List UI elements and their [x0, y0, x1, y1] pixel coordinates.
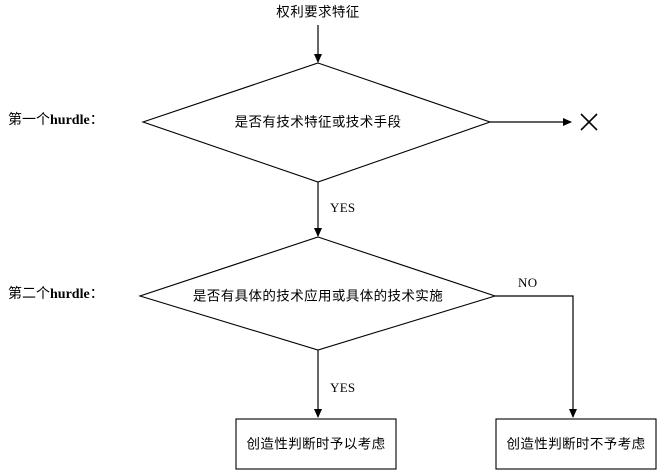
- hurdle-label-second-emphasis: hurdle: [50, 287, 90, 302]
- hurdle-label-first: 第一个hurdle：: [8, 114, 104, 128]
- decision-2-label: 是否有具体的技术应用或具体的技术实施: [192, 288, 444, 304]
- edge-label-yes-second: YES: [330, 380, 356, 395]
- terminal-box-1: [235, 418, 397, 470]
- hurdle-label-second-prefix: 第二个: [8, 287, 50, 302]
- hurdle-label-second: 第二个hurdle：: [8, 288, 104, 302]
- cross-mark-icon: [580, 113, 598, 131]
- hurdle-label-first-suffix: ：: [89, 113, 104, 128]
- terminal-1-label: 创造性判断时予以考虑: [246, 436, 386, 452]
- edge-label-no-second: NO: [518, 275, 538, 290]
- terminal-2-label: 创造性判断时不予考虑: [506, 436, 646, 452]
- hurdle-label-first-emphasis: hurdle: [50, 113, 90, 128]
- claim-feature-label: 权利要求特征: [276, 4, 360, 20]
- hurdle-label-first-prefix: 第一个: [8, 113, 50, 128]
- edge-label-yes-first: YES: [330, 200, 356, 215]
- terminal-box-2: [495, 418, 657, 470]
- edge-decision2-no-to-terminal2: [495, 295, 577, 418]
- hurdle-label-second-suffix: ：: [89, 287, 104, 302]
- decision-1-label: 是否有技术特征或技术手段: [234, 114, 402, 130]
